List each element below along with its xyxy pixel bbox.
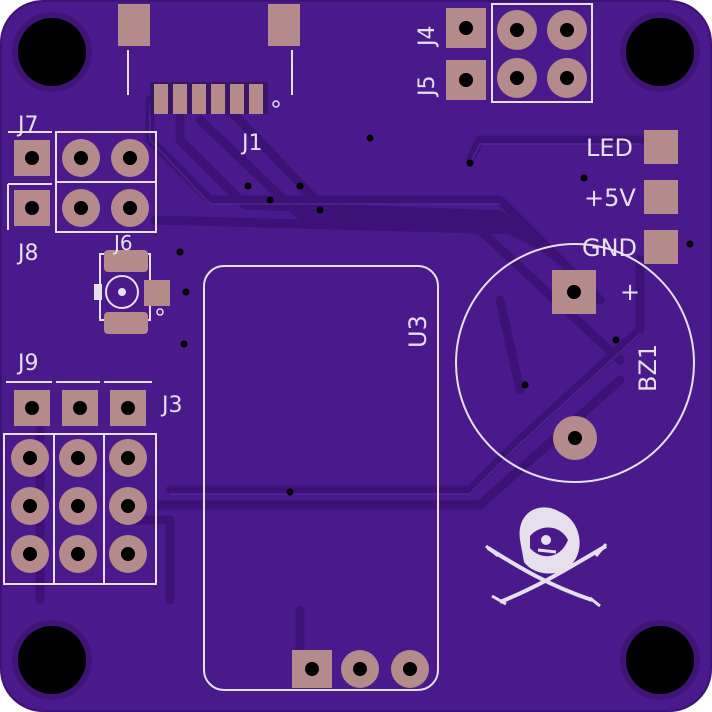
- label-j1: J1: [240, 131, 263, 156]
- label-bz1: BZ1: [634, 344, 662, 392]
- label-j8: J8: [16, 241, 39, 266]
- label-bz1-plus: +: [620, 278, 640, 306]
- bz1-buzzer: [455, 243, 695, 483]
- label-led: LED: [586, 134, 633, 162]
- label-j6: J6: [112, 231, 133, 255]
- label-5v: +5V: [584, 184, 636, 212]
- u3-module: [203, 265, 439, 691]
- j1-usb-connector: [118, 4, 300, 114]
- copper-trace-highlights: [149, 103, 641, 495]
- label-j5: J5: [415, 76, 440, 99]
- vias: [176, 134, 694, 496]
- label-j7: J7: [16, 113, 39, 138]
- pirate-logo-icon: [485, 507, 608, 608]
- power-pads: [644, 130, 678, 264]
- j9-j3-header: [3, 381, 157, 585]
- label-u3: U3: [404, 315, 432, 348]
- label-j4: J4: [415, 26, 440, 49]
- label-j3: J3: [160, 393, 183, 418]
- label-j9: J9: [16, 351, 39, 376]
- mounting-holes: [12, 12, 700, 700]
- j4-j5-header: [446, 3, 593, 103]
- j7-j8-header: [7, 131, 157, 233]
- j6-smd-connector: [94, 250, 170, 334]
